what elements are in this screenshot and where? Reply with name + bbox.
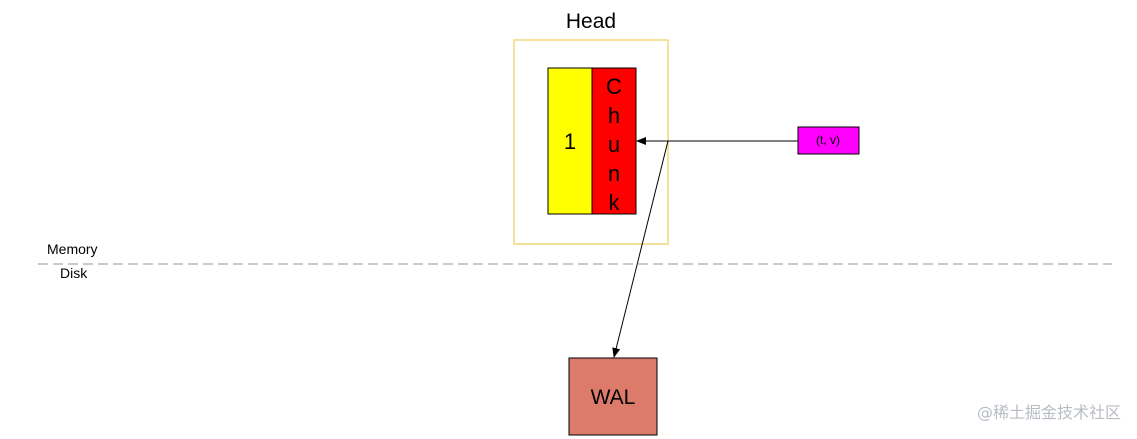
head-title: Head <box>566 10 616 33</box>
write-to-wal-arrow <box>612 140 669 358</box>
wal-label: WAL <box>591 386 636 409</box>
chunk-letter: h <box>608 103 620 128</box>
chunk-block <box>591 67 637 215</box>
memory-label: Memory <box>47 241 98 257</box>
chunk-letter: u <box>608 132 620 157</box>
disk-label: Disk <box>60 265 88 281</box>
sample-label: (t, v) <box>816 133 840 147</box>
chunk-letter: n <box>608 161 620 186</box>
chunk-letter: k <box>609 190 621 215</box>
chunk-letter: C <box>606 74 622 99</box>
watermark: @稀土掘金技术社区 <box>976 403 1121 422</box>
wal-box <box>568 357 658 436</box>
series-block <box>547 67 593 215</box>
series-id-label: 1 <box>564 129 576 154</box>
